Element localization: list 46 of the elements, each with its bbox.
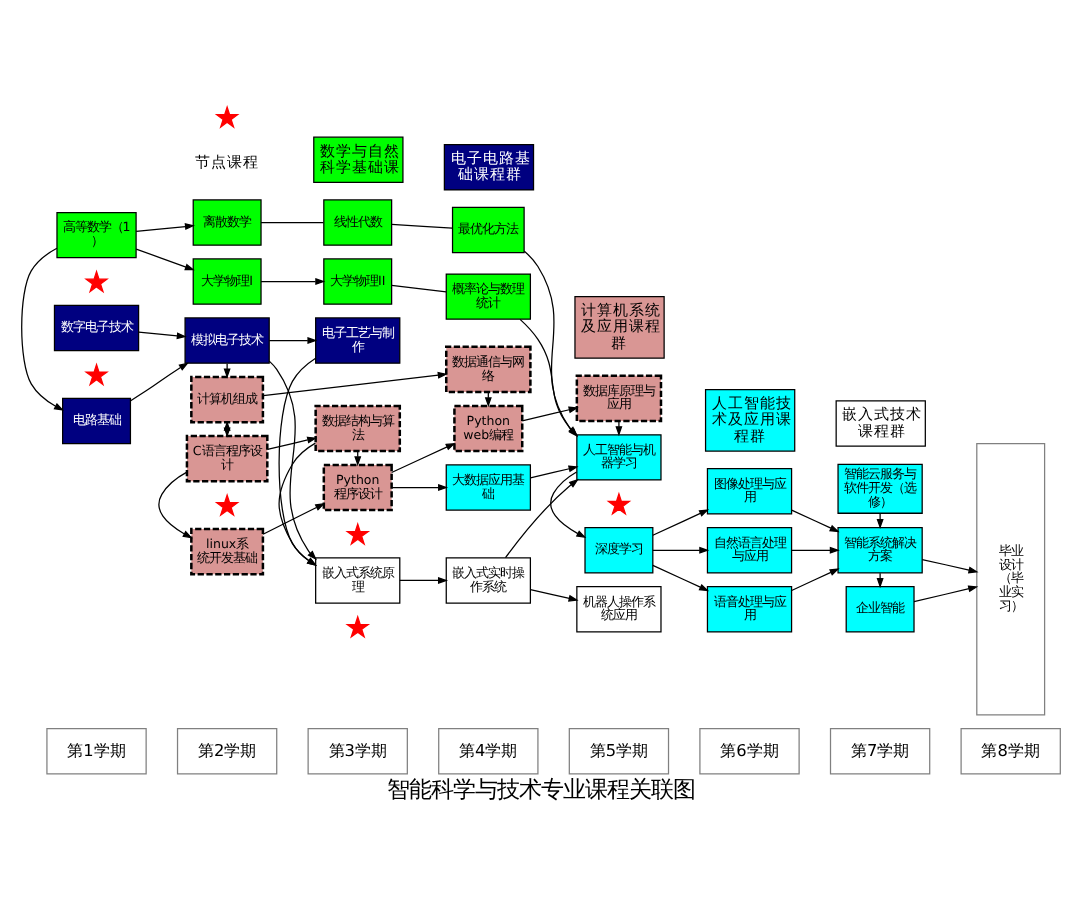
node-box: 第1学期 (46, 728, 147, 775)
arrow (158, 471, 193, 539)
arrow (521, 406, 579, 422)
arrow (652, 546, 710, 554)
arrow (876, 572, 884, 589)
arrow (529, 465, 579, 479)
node-box: 第7学期 (829, 728, 931, 775)
arrow (223, 363, 231, 379)
node-box: 第4学期 (438, 728, 539, 775)
node-box: 第5学期 (568, 728, 670, 775)
arrow (876, 512, 884, 530)
arrow (260, 278, 326, 286)
arrow (652, 564, 710, 592)
arrow (791, 546, 840, 554)
arrow (138, 331, 187, 340)
connector (260, 221, 325, 224)
arrow (278, 442, 317, 566)
arrow (268, 337, 318, 345)
arrow (262, 503, 326, 535)
arrow (652, 509, 710, 536)
arrow (266, 436, 318, 451)
arrow (504, 478, 579, 559)
arrow (399, 576, 449, 584)
node-box: 第2学期 (176, 728, 278, 775)
connector (391, 284, 447, 293)
arrow (262, 371, 448, 397)
arrow (130, 362, 189, 402)
arrow (791, 509, 840, 533)
arrow (135, 223, 195, 232)
connector (391, 223, 453, 229)
node-box: 第8学期 (960, 728, 1061, 775)
arrow (529, 589, 579, 602)
node-box: 第3学期 (307, 728, 408, 775)
diagram-title: 智能科学与技术专业课程关联图 (387, 776, 695, 803)
arrow (391, 442, 456, 474)
arrow (615, 420, 623, 437)
arrow (391, 484, 449, 492)
arrow (278, 357, 317, 566)
arrow (791, 568, 840, 592)
node-box: 第6学期 (699, 728, 800, 775)
arrow (135, 248, 195, 271)
arrow (550, 471, 587, 538)
arrow (921, 558, 979, 574)
arrow (913, 585, 979, 603)
arrow (21, 247, 65, 411)
arrow (268, 360, 317, 561)
